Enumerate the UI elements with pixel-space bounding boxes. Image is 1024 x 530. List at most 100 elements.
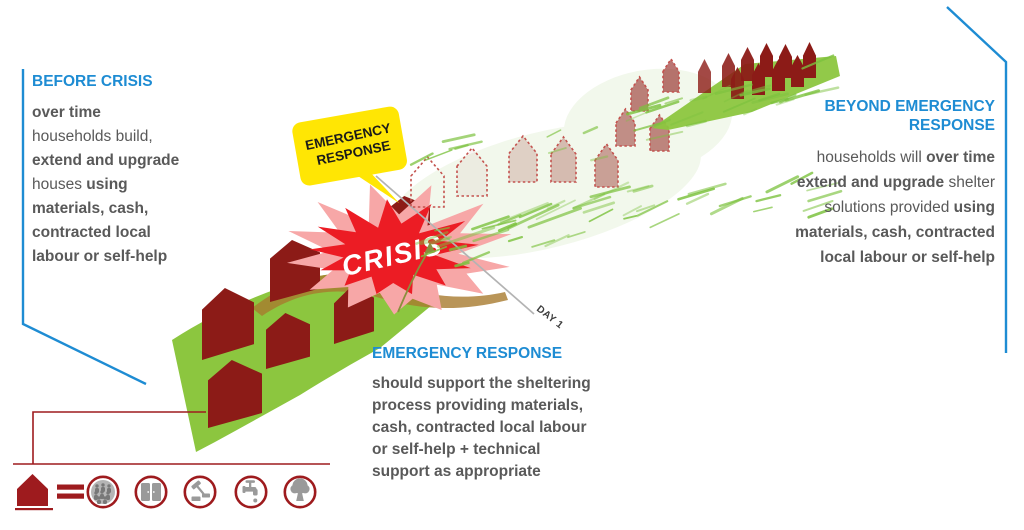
house-shape [334,286,374,344]
right-frame-line [946,6,1008,353]
grass-stroke [622,205,642,217]
equals-icon [57,484,84,499]
grass-stroke [462,251,491,264]
grass-stroke [481,219,517,230]
grass-stroke [633,122,661,132]
grass-stroke [625,103,662,116]
house-shape [760,43,773,77]
grass-stroke [448,244,468,252]
grass-stroke [653,118,671,128]
grass-stroke [685,119,707,128]
landscape-before-crisis [172,196,508,452]
grass-stroke [582,201,616,214]
grass-stroke [752,206,773,213]
grass-stroke [590,155,609,162]
panel-beyond-emergency-response: BEYOND EMERGENCY RESPONSE households wil… [795,97,995,270]
grass-stroke [802,200,834,212]
grass-stroke [623,214,638,220]
grass-stroke [419,235,452,246]
panel-emergency-response: EMERGENCY RESPONSE should support the sh… [372,344,596,483]
construction-icon [183,475,217,509]
bubble-body [292,106,407,186]
doors-icon [134,475,168,509]
house-shape [266,313,310,369]
grass-stroke [527,206,582,229]
grass-stroke [441,133,476,144]
grass-stroke [677,187,716,201]
grass-stroke [567,231,586,239]
grass-stroke [742,84,772,95]
grass-stroke [436,226,496,248]
grass-stroke [784,89,821,102]
grass-stroke [588,208,614,223]
shelter-shape [410,155,445,208]
grass-stroke [743,108,757,116]
panel-beyond-body: households will over time extend and upg… [795,149,995,266]
grass-stroke [430,237,451,245]
grass-stroke [775,98,795,106]
grass-stroke [790,171,814,185]
grass-stroke [770,97,789,105]
grass-stroke [582,126,599,135]
legend [13,411,330,511]
house-shape [731,67,744,99]
grass-stroke [531,239,556,248]
grass-stroke [420,245,448,258]
grass-stroke [434,226,450,232]
grass-stroke [518,202,553,219]
grass-stroke [765,175,800,194]
ground-wash [563,68,733,176]
grass-stroke [472,228,510,243]
grass-stroke [722,97,756,113]
panel-emergency-title: EMERGENCY RESPONSE [372,345,563,362]
house-shape [208,360,262,428]
house-shape [741,47,754,81]
community-icon [86,475,120,509]
house-icon [15,474,53,511]
panel-before-body: over time households build, extend and u… [32,104,180,265]
grass-stroke [664,97,684,105]
grass-stroke [632,184,654,193]
grass-stroke [649,213,680,229]
grass-stroke [547,147,567,154]
grass-stroke [807,189,843,203]
timeline-line [375,175,535,315]
grass-stroke [572,195,612,210]
grass-stroke [689,95,708,102]
water-tap-icon [234,475,268,509]
house-shape [803,42,816,78]
day1-label: DAY 1 [534,304,565,332]
grass-stroke [739,87,771,97]
grass-stroke [645,130,684,141]
grass-stroke [546,129,562,138]
crisis-inner-burst [309,199,479,295]
shelter-shape [508,134,538,183]
shelter-shape [662,57,680,93]
shelter-shape [456,146,488,197]
house-shape [772,59,785,91]
grass-stroke [507,236,524,243]
grass-stroke [471,215,510,231]
legend-connector-line [32,411,206,464]
grass-stroke [687,182,727,196]
left-frame-line [21,69,147,386]
shelter-shape [550,135,577,183]
grass-stroke [755,194,782,203]
house-shape [202,288,254,360]
grass-stroke [625,111,649,122]
panel-emergency-body: should support the sheltering process pr… [372,375,591,480]
house-shape [698,59,711,93]
grass-stroke [645,100,680,114]
grass-stroke [572,193,606,210]
grass-stroke [635,204,656,213]
grass-stroke [424,149,453,161]
grass-stroke [806,182,839,192]
grass-stroke [497,214,522,226]
grass-stroke [409,152,434,166]
grass-stroke [507,203,560,230]
house-shape [791,55,804,87]
emergency-response-bubble: EMERGENCY RESPONSE [292,106,407,204]
grass-stroke [589,185,631,199]
